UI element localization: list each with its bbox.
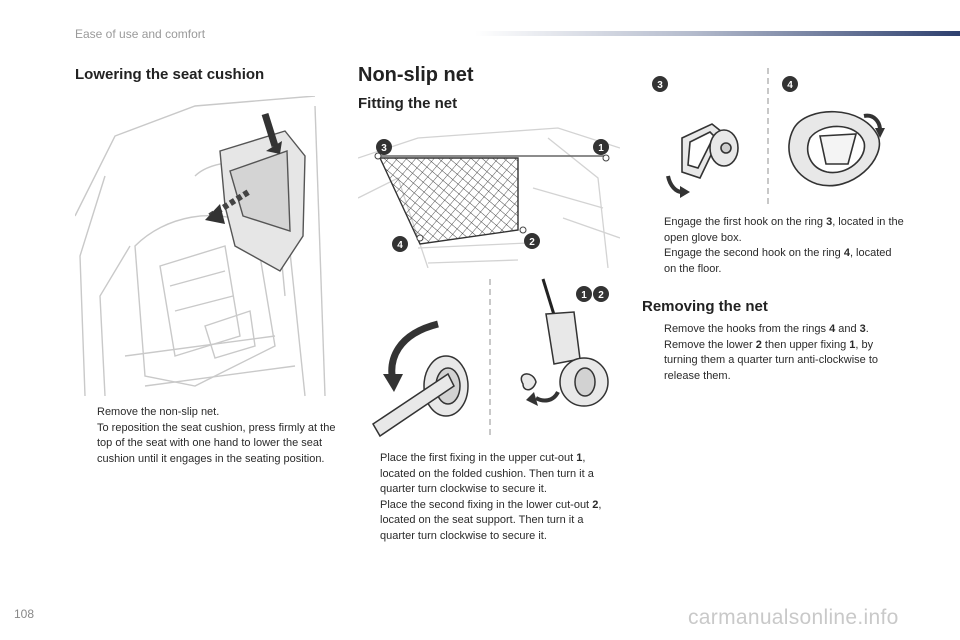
- heading-non-slip-net: Non-slip net: [358, 64, 474, 86]
- hook-illustration: 3 4: [642, 66, 904, 206]
- fitting-steps: Place the first fixing in the upper cut-…: [358, 451, 620, 544]
- seat-illustration: [75, 96, 337, 398]
- lowering-steps: Remove the non-slip net. To reposition t…: [75, 405, 337, 467]
- watermark: carmanualsonline.info: [688, 606, 899, 629]
- net-callout-2: 2: [529, 237, 535, 248]
- fixing-callout-1: 1: [581, 290, 587, 301]
- net-callout-1: 1: [598, 143, 604, 154]
- hook-callout-3: 3: [657, 80, 663, 91]
- list-item: Remove the hooks from the rings 4 and 3.: [664, 323, 869, 335]
- list-item: Remove the lower 2 then upper fixing 1, …: [664, 338, 878, 382]
- list-item: To reposition the seat cushion, press fi…: [97, 421, 336, 465]
- list-item: Engage the first hook on the ring 3, loc…: [664, 216, 904, 244]
- fixing-illustration: 1 2: [358, 274, 620, 442]
- net-callout-4: 4: [397, 240, 403, 251]
- hook-callout-4: 4: [787, 80, 793, 91]
- heading-removing-net: Removing the net: [642, 298, 768, 315]
- header-rule: [475, 31, 960, 36]
- list-item: Place the second fixing in the lower cut…: [380, 498, 602, 542]
- list-item: Place the first fixing in the upper cut-…: [380, 452, 594, 495]
- heading-lowering-seat: Lowering the seat cushion: [75, 66, 265, 83]
- net-callout-3: 3: [381, 143, 387, 154]
- fixing-callout-2: 2: [598, 290, 604, 301]
- hook-steps: Engage the first hook on the ring 3, loc…: [642, 215, 904, 277]
- list-item: Engage the second hook on the ring 4, lo…: [664, 247, 892, 275]
- page-number: 108: [14, 607, 35, 621]
- removing-steps: Remove the hooks from the rings 4 and 3.…: [642, 322, 904, 384]
- net-illustration: 3 1 4 2: [358, 118, 620, 268]
- heading-fitting-net: Fitting the net: [358, 95, 458, 112]
- section-header: Ease of use and comfort: [75, 27, 206, 41]
- list-item: Remove the non-slip net.: [97, 406, 220, 418]
